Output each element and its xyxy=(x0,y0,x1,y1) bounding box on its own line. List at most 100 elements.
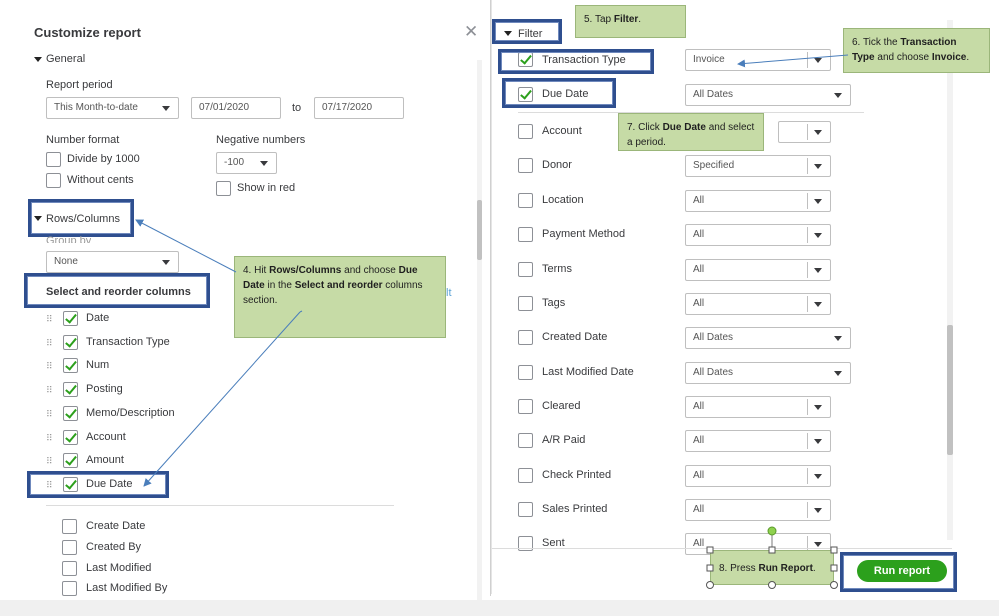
general-caret-icon[interactable] xyxy=(34,57,42,62)
filter-checkbox[interactable] xyxy=(518,296,533,311)
filter-value: All xyxy=(693,229,705,240)
column-row[interactable]: Last Modified By xyxy=(62,581,362,599)
rows-columns-toggle[interactable]: Rows/Columns xyxy=(46,213,120,225)
column-checkbox[interactable] xyxy=(63,453,78,469)
drag-handle-icon[interactable]: ⠿ xyxy=(46,385,53,396)
column-row[interactable]: Create Date xyxy=(62,519,362,537)
date-to-input[interactable]: 07/17/2020 xyxy=(314,97,404,119)
left-scrollbar[interactable] xyxy=(477,60,482,600)
column-row[interactable]: ⠿Memo/Description xyxy=(46,405,346,424)
left-scrollbar-thumb[interactable] xyxy=(477,200,482,260)
column-checkbox[interactable] xyxy=(63,382,78,398)
filter-checkbox[interactable] xyxy=(518,52,533,67)
drag-handle-icon[interactable]: ⠿ xyxy=(46,337,53,348)
filter-checkbox[interactable] xyxy=(518,365,533,380)
right-scrollbar[interactable] xyxy=(947,20,953,540)
filter-checkbox[interactable] xyxy=(518,536,533,551)
filter-select[interactable]: Specified xyxy=(685,155,831,177)
filter-select[interactable]: All Dates xyxy=(685,362,851,384)
column-row[interactable]: ⠿Num xyxy=(46,358,346,376)
filter-select[interactable]: All xyxy=(685,430,831,452)
column-row[interactable]: ⠿Amount xyxy=(46,453,346,471)
filter-select[interactable]: All xyxy=(685,499,831,521)
chevron-down-icon xyxy=(814,439,822,444)
general-section-toggle[interactable]: General xyxy=(46,53,86,65)
divide-by-1000-checkbox[interactable] xyxy=(46,152,61,167)
filter-checkbox[interactable] xyxy=(518,433,533,448)
filter-select[interactable]: All Dates xyxy=(685,327,851,349)
filter-select[interactable]: All xyxy=(685,396,831,418)
column-row[interactable]: ⠿Posting xyxy=(46,382,346,400)
column-checkbox[interactable] xyxy=(63,358,78,374)
filter-select[interactable] xyxy=(778,121,831,143)
filter-checkbox[interactable] xyxy=(518,124,533,139)
without-cents-checkbox[interactable] xyxy=(46,173,61,188)
filter-select[interactable]: All xyxy=(685,224,831,246)
filter-row[interactable]: Account xyxy=(518,121,858,143)
run-report-button[interactable]: Run report xyxy=(857,560,947,582)
column-checkbox[interactable] xyxy=(63,476,78,492)
chevron-down-icon xyxy=(814,542,822,547)
column-checkbox[interactable] xyxy=(62,539,77,555)
negative-numbers-select[interactable]: -100 xyxy=(216,152,277,174)
column-checkbox[interactable] xyxy=(62,581,77,597)
partial-link[interactable]: lt xyxy=(446,287,452,299)
callout-7-bold: Due Date xyxy=(662,122,706,133)
select-separator xyxy=(807,536,808,552)
column-checkbox[interactable] xyxy=(63,429,78,445)
filter-checkbox[interactable] xyxy=(518,330,533,345)
filter-checkbox[interactable] xyxy=(518,158,533,173)
column-row[interactable]: Last Modified xyxy=(62,560,362,579)
filter-caret-icon[interactable] xyxy=(504,31,512,36)
filter-checkbox[interactable] xyxy=(518,262,533,277)
drag-handle-icon[interactable]: ⠿ xyxy=(46,361,53,372)
column-row[interactable]: ⠿Date xyxy=(46,311,346,329)
right-scrollbar-thumb[interactable] xyxy=(947,325,953,455)
filter-checkbox[interactable] xyxy=(518,227,533,242)
date-from-input[interactable]: 07/01/2020 xyxy=(191,97,281,119)
drag-handle-icon[interactable]: ⠿ xyxy=(46,432,53,443)
drag-handle-icon[interactable]: ⠿ xyxy=(46,408,53,419)
show-in-red-checkbox[interactable] xyxy=(216,181,231,196)
filter-select[interactable]: All xyxy=(685,465,831,487)
filter-select[interactable]: All xyxy=(685,190,831,212)
filter-select[interactable]: All xyxy=(685,259,831,281)
filter-section-toggle[interactable]: Filter xyxy=(518,28,543,40)
drag-handle-icon[interactable]: ⠿ xyxy=(46,314,53,324)
footer-divider xyxy=(492,548,952,549)
filter-checkbox[interactable] xyxy=(518,193,533,208)
column-row[interactable]: ⠿Account xyxy=(46,429,346,448)
filter-select[interactable]: All Dates xyxy=(685,84,851,106)
column-checkbox[interactable] xyxy=(63,311,78,326)
rows-columns-caret-icon[interactable] xyxy=(34,216,42,221)
drag-handle-icon[interactable]: ⠿ xyxy=(46,456,53,467)
group-by-select[interactable]: None xyxy=(46,251,179,273)
column-checkbox[interactable] xyxy=(63,334,78,350)
column-row[interactable]: ⠿Due Date xyxy=(46,476,346,495)
column-row[interactable]: Created By xyxy=(62,539,362,558)
filter-checkbox[interactable] xyxy=(518,468,533,483)
report-period-select[interactable]: This Month-to-date xyxy=(46,97,179,119)
filter-checkbox[interactable] xyxy=(518,87,533,102)
filter-select[interactable]: Invoice xyxy=(685,49,831,71)
close-icon[interactable]: ✕ xyxy=(464,22,479,41)
filter-checkbox[interactable] xyxy=(518,502,533,517)
filter-checkbox[interactable] xyxy=(518,399,533,414)
column-checkbox[interactable] xyxy=(62,560,77,576)
column-checkbox[interactable] xyxy=(63,405,78,421)
column-checkbox[interactable] xyxy=(62,519,77,534)
drag-handle-icon[interactable]: ⠿ xyxy=(46,479,53,490)
filter-select[interactable]: All xyxy=(685,293,831,315)
